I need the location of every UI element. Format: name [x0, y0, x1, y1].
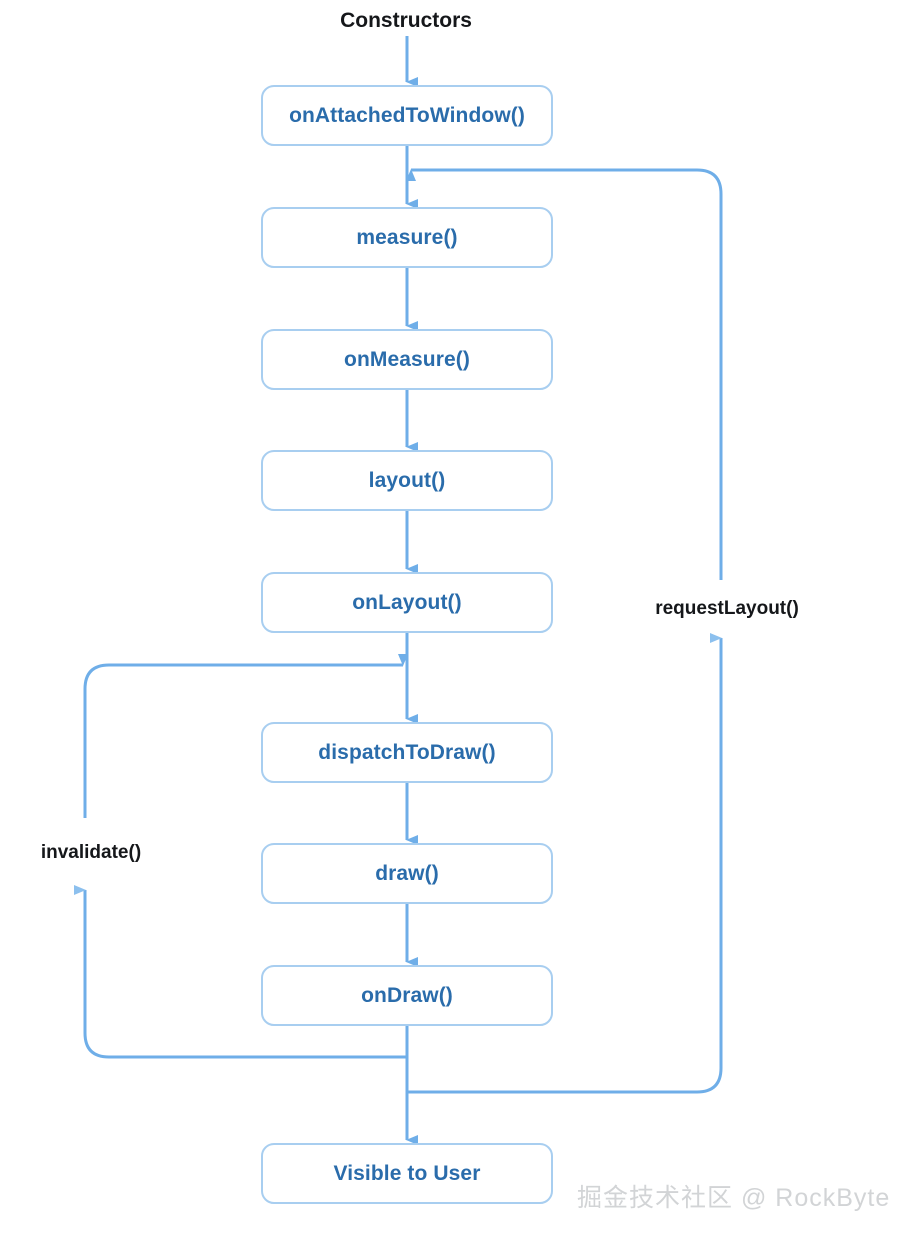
node-measure[interactable]: measure(): [261, 207, 553, 268]
node-ondraw[interactable]: onDraw(): [261, 965, 553, 1026]
node-onattachedtowindow[interactable]: onAttachedToWindow(): [261, 85, 553, 146]
edge-label-requestlayout: requestLayout(): [655, 598, 799, 619]
node-draw[interactable]: draw(): [261, 843, 553, 904]
node-dispatchtodraw[interactable]: dispatchToDraw(): [261, 722, 553, 783]
node-visible-to-user[interactable]: Visible to User: [261, 1143, 553, 1204]
edge-label-invalidate: invalidate(): [40, 842, 142, 863]
watermark: 掘金技术社区 @ RockByte: [577, 1184, 891, 1212]
node-onmeasure[interactable]: onMeasure(): [261, 329, 553, 390]
wire-requestlayout-loop-upper: [406, 168, 723, 580]
node-layout[interactable]: layout(): [261, 450, 553, 511]
wire-invalidate-loop-upper: [83, 654, 408, 818]
page-title: Constructors: [340, 9, 472, 32]
wire-invalidate-loop-lower: [74, 885, 407, 1059]
wire-requestlayout-loop-lower: [407, 633, 723, 1094]
node-onlayout[interactable]: onLayout(): [261, 572, 553, 633]
